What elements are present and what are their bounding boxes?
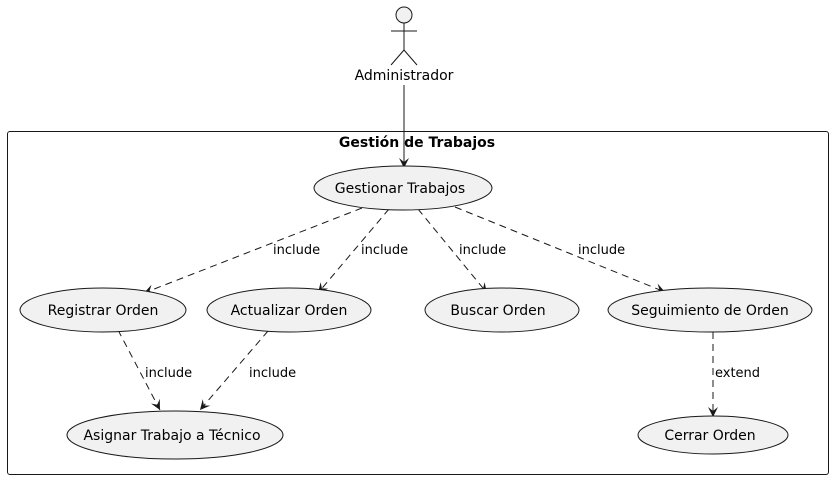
label-include-seguimiento: include xyxy=(578,243,625,258)
usecase-registrar-orden: Registrar Orden xyxy=(19,287,187,333)
usecase-label: Asignar Trabajo a Técnico xyxy=(83,428,260,444)
actor-administrador: Administrador xyxy=(355,6,454,84)
usecase-label: Seguimiento de Orden xyxy=(631,303,789,319)
actor-right-leg xyxy=(403,49,418,66)
edge-gestionar-registrar xyxy=(143,207,363,295)
actor-head xyxy=(395,6,413,24)
usecase-seguimiento-orden: Seguimiento de Orden xyxy=(607,287,813,333)
system-title: Gestión de Trabajos xyxy=(339,135,495,151)
usecase-ellipse xyxy=(637,415,789,455)
usecase-actualizar-orden: Actualizar Orden xyxy=(206,287,372,333)
usecase-cerrar-orden: Cerrar Orden xyxy=(637,415,789,455)
usecase-ellipse xyxy=(66,410,284,460)
label-include-actualizar-asignar: include xyxy=(249,366,296,381)
usecase-ellipse xyxy=(19,287,187,333)
usecase-ellipse xyxy=(607,287,813,333)
usecase-label: Actualizar Orden xyxy=(231,303,348,319)
usecase-label: Registrar Orden xyxy=(48,303,159,319)
system-boundary xyxy=(7,131,829,475)
usecase-label: Buscar Orden xyxy=(450,303,545,319)
actor-left-leg xyxy=(390,49,405,66)
label-include-actualizar: include xyxy=(361,243,408,258)
label-include-registrar-asignar: include xyxy=(145,366,192,381)
actor-label: Administrador xyxy=(355,68,454,84)
edge-registrar-asignar xyxy=(117,329,161,411)
usecase-label: Gestionar Trabajos xyxy=(335,181,465,197)
edge-gestionar-actualizar xyxy=(317,208,390,294)
usecase-ellipse xyxy=(313,165,493,211)
usecase-buscar-orden: Buscar Orden xyxy=(424,287,580,333)
usecase-gestionar-trabajos: Gestionar Trabajos xyxy=(313,165,493,211)
edge-gestionar-seguimiento xyxy=(454,206,666,293)
usecase-ellipse xyxy=(424,287,580,333)
edge-actualizar-asignar xyxy=(199,330,269,411)
usecase-ellipse xyxy=(206,287,372,333)
label-extend-cerrar: extend xyxy=(715,366,760,381)
usecase-label: Cerrar Orden xyxy=(664,428,755,444)
usecase-asignar-trabajo: Asignar Trabajo a Técnico xyxy=(66,410,284,460)
edge-gestionar-buscar xyxy=(417,208,488,294)
label-include-buscar: include xyxy=(459,243,506,258)
label-include-registrar: include xyxy=(273,243,320,258)
